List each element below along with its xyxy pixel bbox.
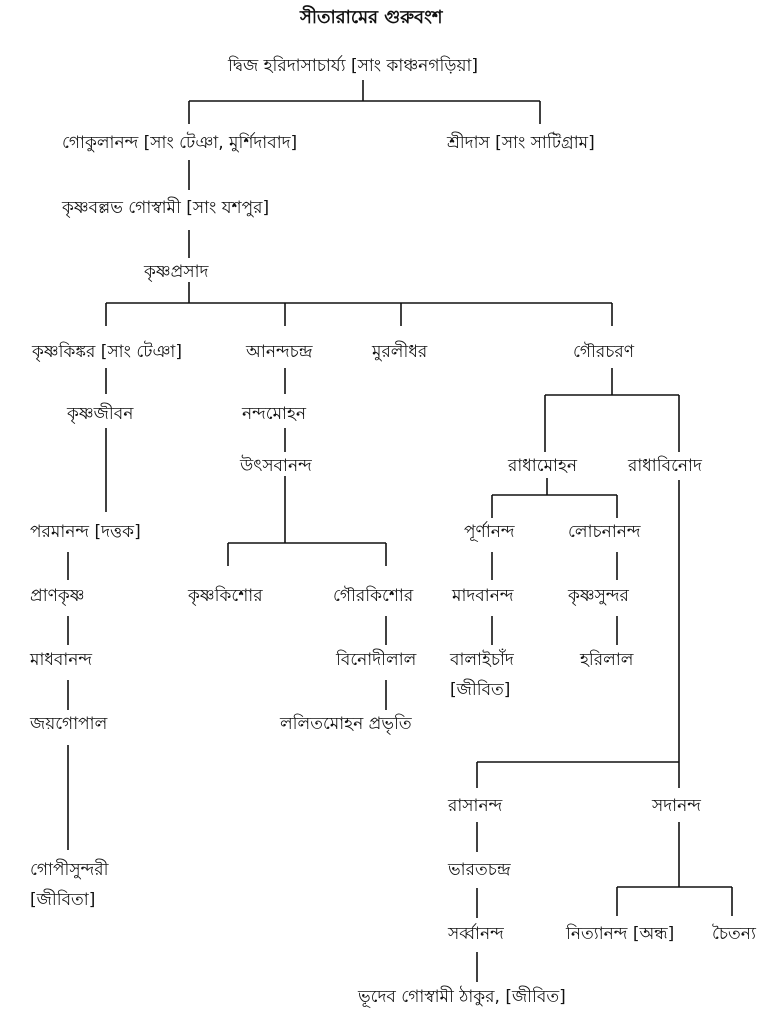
node-nityananda: নিত্যানন্দ [অন্ধ] [566,924,675,944]
node-binodilal: বিনোদীলাল [336,650,417,670]
node-anandachandra: আনন্দচন্দ্র [246,342,313,362]
node-gokulananda: গোকুলানন্দ [সাং টেঞা, মুর্শিদাবাদ] [62,133,298,153]
node-joygopal: জয়গোপাল [30,714,108,734]
node-root: দ্বিজ হরিদাসাচার্য্য [সাং কাঞ্চনগড়িয়া] [228,56,479,76]
node-purnananda: পূর্ণানন্দ [464,522,515,542]
node-gourkishor: গৌরকিশোর [333,586,414,606]
node-prankrishna: প্রাণকৃষ্ণ [30,586,85,606]
node-krishnakishor: কৃষ্ণকিশোর [188,586,263,606]
node-krishnasundar: কৃষ্ণসুন্দর [568,586,629,606]
node-balaichand: বালাইচাঁদ [450,650,514,670]
node-lochanananda: লোচনানন্দ [568,522,641,542]
node-rasananda: রাসানন্দ [448,796,503,816]
page-title: সীতারামের গুরুবংশ [300,7,443,28]
node-utsabananda: উৎসবানন্দ [240,456,312,476]
node-muralidhar: মুরলীধর [372,342,428,362]
node-nandamohan: নন্দমোহন [242,404,307,424]
node-radhabinod: রাধাবিনোদ [628,456,702,476]
node-gopisundari-note: [জীবিতা] [30,890,96,910]
node-bhudeb: ভূদেব গোস্বামী ঠাকুর, [জীবিত] [358,987,566,1007]
node-bharatchandra: ভারতচন্দ্র [448,860,511,880]
node-paramananda: পরমানন্দ [দত্তক] [30,522,141,542]
node-harilal: হরিলাল [580,650,634,670]
node-sridas: শ্রীদাস [সাং সাটিগ্রাম] [447,133,595,153]
node-gourcharan: গৌরচরণ [573,342,635,362]
node-madhabananda: মাধবানন্দ [30,650,93,670]
node-balaichand-note: [জীবিত] [450,680,511,700]
node-krishnakinkar: কৃষ্ণকিঙ্কর [সাং টেঞা] [32,342,182,362]
node-krishnajiban: কৃষ্ণজীবন [67,404,134,424]
node-lalitmohan: ললিতমোহন প্রভৃতি [280,714,412,734]
node-sarbbananda: সর্ব্বানন্দ [448,924,504,944]
node-chaitanya: চৈতন্য [712,924,756,944]
node-radhamohan: রাধামোহন [508,456,578,476]
node-madabananda: মাদবানন্দ [452,586,514,606]
node-sadananda: সদানন্দ [652,796,701,816]
node-krishnaballabh: কৃষ্ণবল্লভ গোস্বামী [সাং যশপুর] [62,198,270,218]
node-krishnaprasad: কৃষ্ণপ্রসাদ [144,262,209,282]
node-gopisundari: গোপীসুন্দরী [30,860,109,880]
